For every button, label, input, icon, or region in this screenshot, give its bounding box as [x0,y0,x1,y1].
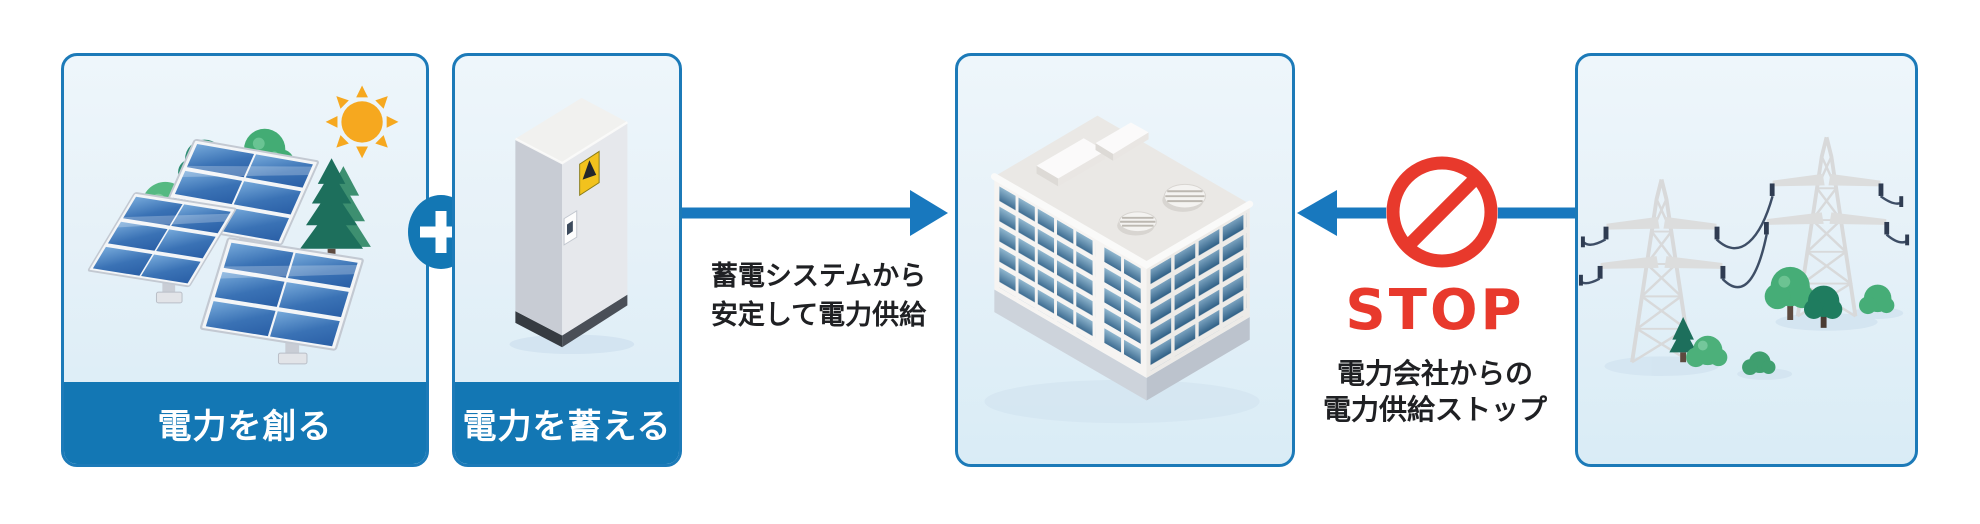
rooftop-units [1036,122,1207,236]
supply-caption-line1: 蓄電システムから [710,261,927,292]
sun-icon [325,85,399,159]
grid-arrow-caption: 電力会社からの 電力供給ストップ [1285,356,1585,428]
stop-text: STOP [1345,278,1525,343]
panel-store-label: 電力を蓄える [455,382,679,464]
warning-sticker-icon [579,150,600,197]
panel-building [955,53,1295,467]
panel-create-label: 電力を創る [64,382,426,464]
panel-power-grid [1575,53,1918,467]
panel-store-power: 電力を蓄える [452,53,682,467]
grid-caption-line2: 電力供給ストップ [1322,393,1547,426]
transmission-towers-illustration [1578,135,1910,380]
arrow-right-icon [682,190,948,236]
solar-panels-illustration [87,85,399,365]
tree-icons [1669,266,1895,376]
supply-caption-line2: 安定して電力供給 [710,300,927,331]
supply-arrow-caption: 蓄電システムから 安定して電力供給 [682,257,955,335]
power-lines [1579,195,1909,289]
grid-caption-line1: 電力会社からの [1336,357,1533,390]
battery-cabinet-illustration [509,97,635,355]
panel-create-power: 電力を創る [61,53,429,467]
office-building-illustration [984,115,1260,424]
no-entry-icon [1386,156,1498,268]
cabinet-door-latch [563,209,578,246]
